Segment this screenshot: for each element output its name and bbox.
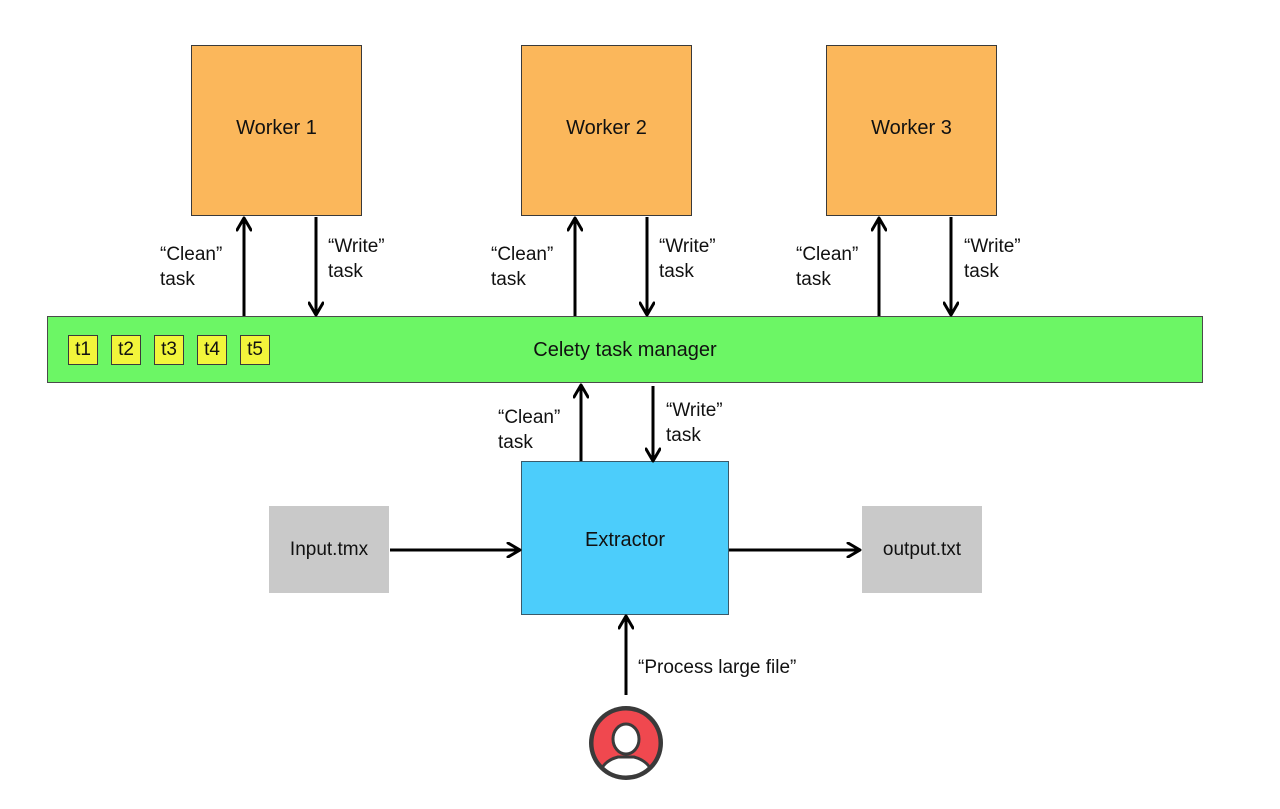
worker-1-label: Worker 1 <box>236 117 317 139</box>
clean-label-worker-1: “Clean” task <box>160 244 223 290</box>
task-token-t3: t3 <box>154 335 184 365</box>
write-label-extractor: “Write” task <box>666 400 723 446</box>
worker-3-node: Worker 3 <box>826 45 997 216</box>
request-label: “Process large file” <box>638 657 797 678</box>
write-label-worker-2: “Write” task <box>659 236 716 282</box>
task-manager-node: t1 t2 t3 t4 t5 Celety task manager <box>47 316 1203 383</box>
task-token-t5: t5 <box>240 335 270 365</box>
clean-label-worker-2: “Clean” task <box>491 244 554 290</box>
output-file-label: output.txt <box>882 538 962 560</box>
write-label-worker-3: “Write” task <box>964 236 1021 282</box>
user-icon <box>589 706 663 780</box>
input-file-node: Input.tmx <box>269 506 389 593</box>
task-token-t1: t1 <box>68 335 98 365</box>
worker-1-node: Worker 1 <box>191 45 362 216</box>
output-file-node: output.txt <box>862 506 982 593</box>
extractor-node: Extractor <box>521 461 729 615</box>
write-label-worker-1: “Write” task <box>328 236 385 282</box>
clean-label-extractor: “Clean” task <box>498 407 561 453</box>
clean-label-worker-3: “Clean” task <box>796 244 859 290</box>
extractor-label: Extractor <box>584 529 666 551</box>
task-manager-label: Celety task manager <box>533 339 717 361</box>
worker-2-node: Worker 2 <box>521 45 692 216</box>
worker-2-label: Worker 2 <box>566 117 647 139</box>
task-token-t2: t2 <box>111 335 141 365</box>
task-token-t4: t4 <box>197 335 227 365</box>
worker-3-label: Worker 3 <box>871 117 952 139</box>
input-file-label: Input.tmx <box>289 538 369 560</box>
